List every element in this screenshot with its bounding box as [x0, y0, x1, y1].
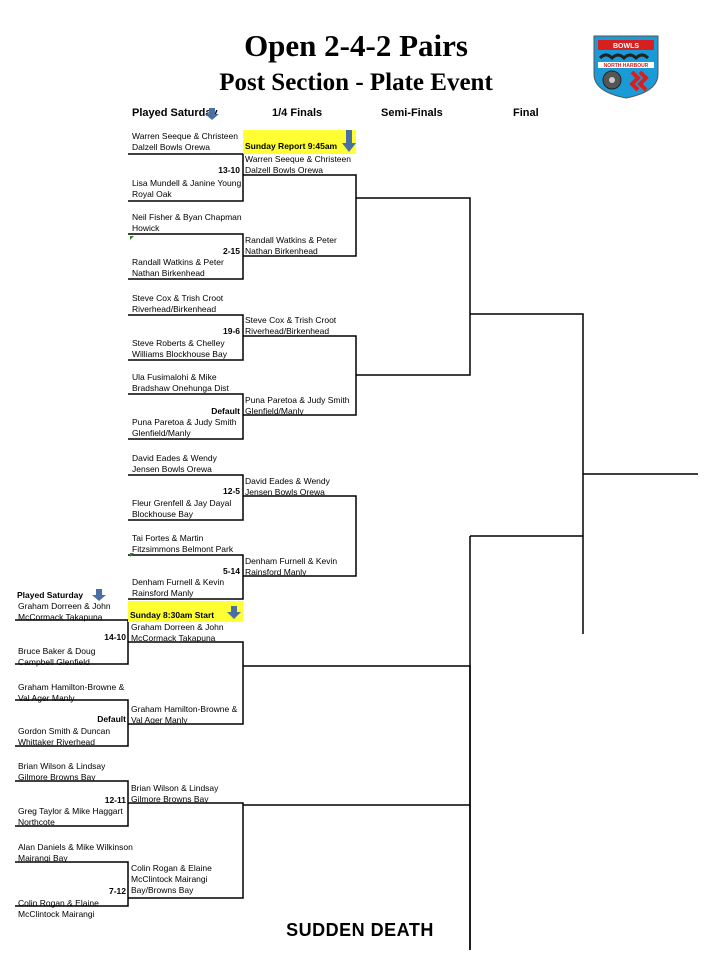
- down-arrow-icon: [227, 606, 241, 619]
- header-final: Final: [513, 107, 539, 119]
- r1-score: 12-5: [222, 486, 240, 496]
- r1-score: 2-15: [222, 246, 240, 256]
- r1-score: 14-10: [104, 632, 126, 642]
- page-subtitle: Post Section - Plate Event: [219, 69, 493, 96]
- page-title: Open 2-4-2 Pairs: [244, 28, 468, 63]
- sunday-start-note: Sunday 8:30am Start: [128, 601, 243, 622]
- r1-team: Graham Hamilton-Browne &Val Ager Manly: [18, 682, 125, 703]
- down-arrow-icon: [205, 108, 219, 120]
- r1-score: Default: [97, 714, 126, 724]
- r1-score: 13-10: [218, 165, 240, 175]
- bowls-north-harbour-logo: BOWLS NORTH HARBOUR: [592, 34, 660, 100]
- down-arrow-icon: [342, 130, 356, 152]
- header-played-saturday: Played Saturday: [132, 107, 218, 119]
- r1-score: 12-11: [104, 795, 126, 805]
- header-semi-finals: Semi-Finals: [381, 107, 443, 119]
- header-quarter-finals: 1/4 Finals: [272, 107, 323, 119]
- logo-bottom-text: NORTH HARBOUR: [604, 63, 649, 69]
- r1-score: 7-12: [108, 886, 126, 896]
- sunday-report-note: Sunday Report 9:45am: [243, 130, 356, 154]
- logo-top-text: BOWLS: [613, 43, 639, 50]
- played-saturday-note: Played Saturday: [17, 590, 84, 600]
- sudden-death-footer: SUDDEN DEATH: [286, 920, 434, 940]
- r1-score: 19-6: [222, 326, 240, 336]
- qf-team: Graham Hamilton-Browne &Val Ager Manly: [131, 704, 238, 725]
- r1-score: 5-14: [222, 566, 240, 576]
- r1-score: Default: [211, 406, 240, 416]
- down-arrow-icon: [92, 589, 106, 601]
